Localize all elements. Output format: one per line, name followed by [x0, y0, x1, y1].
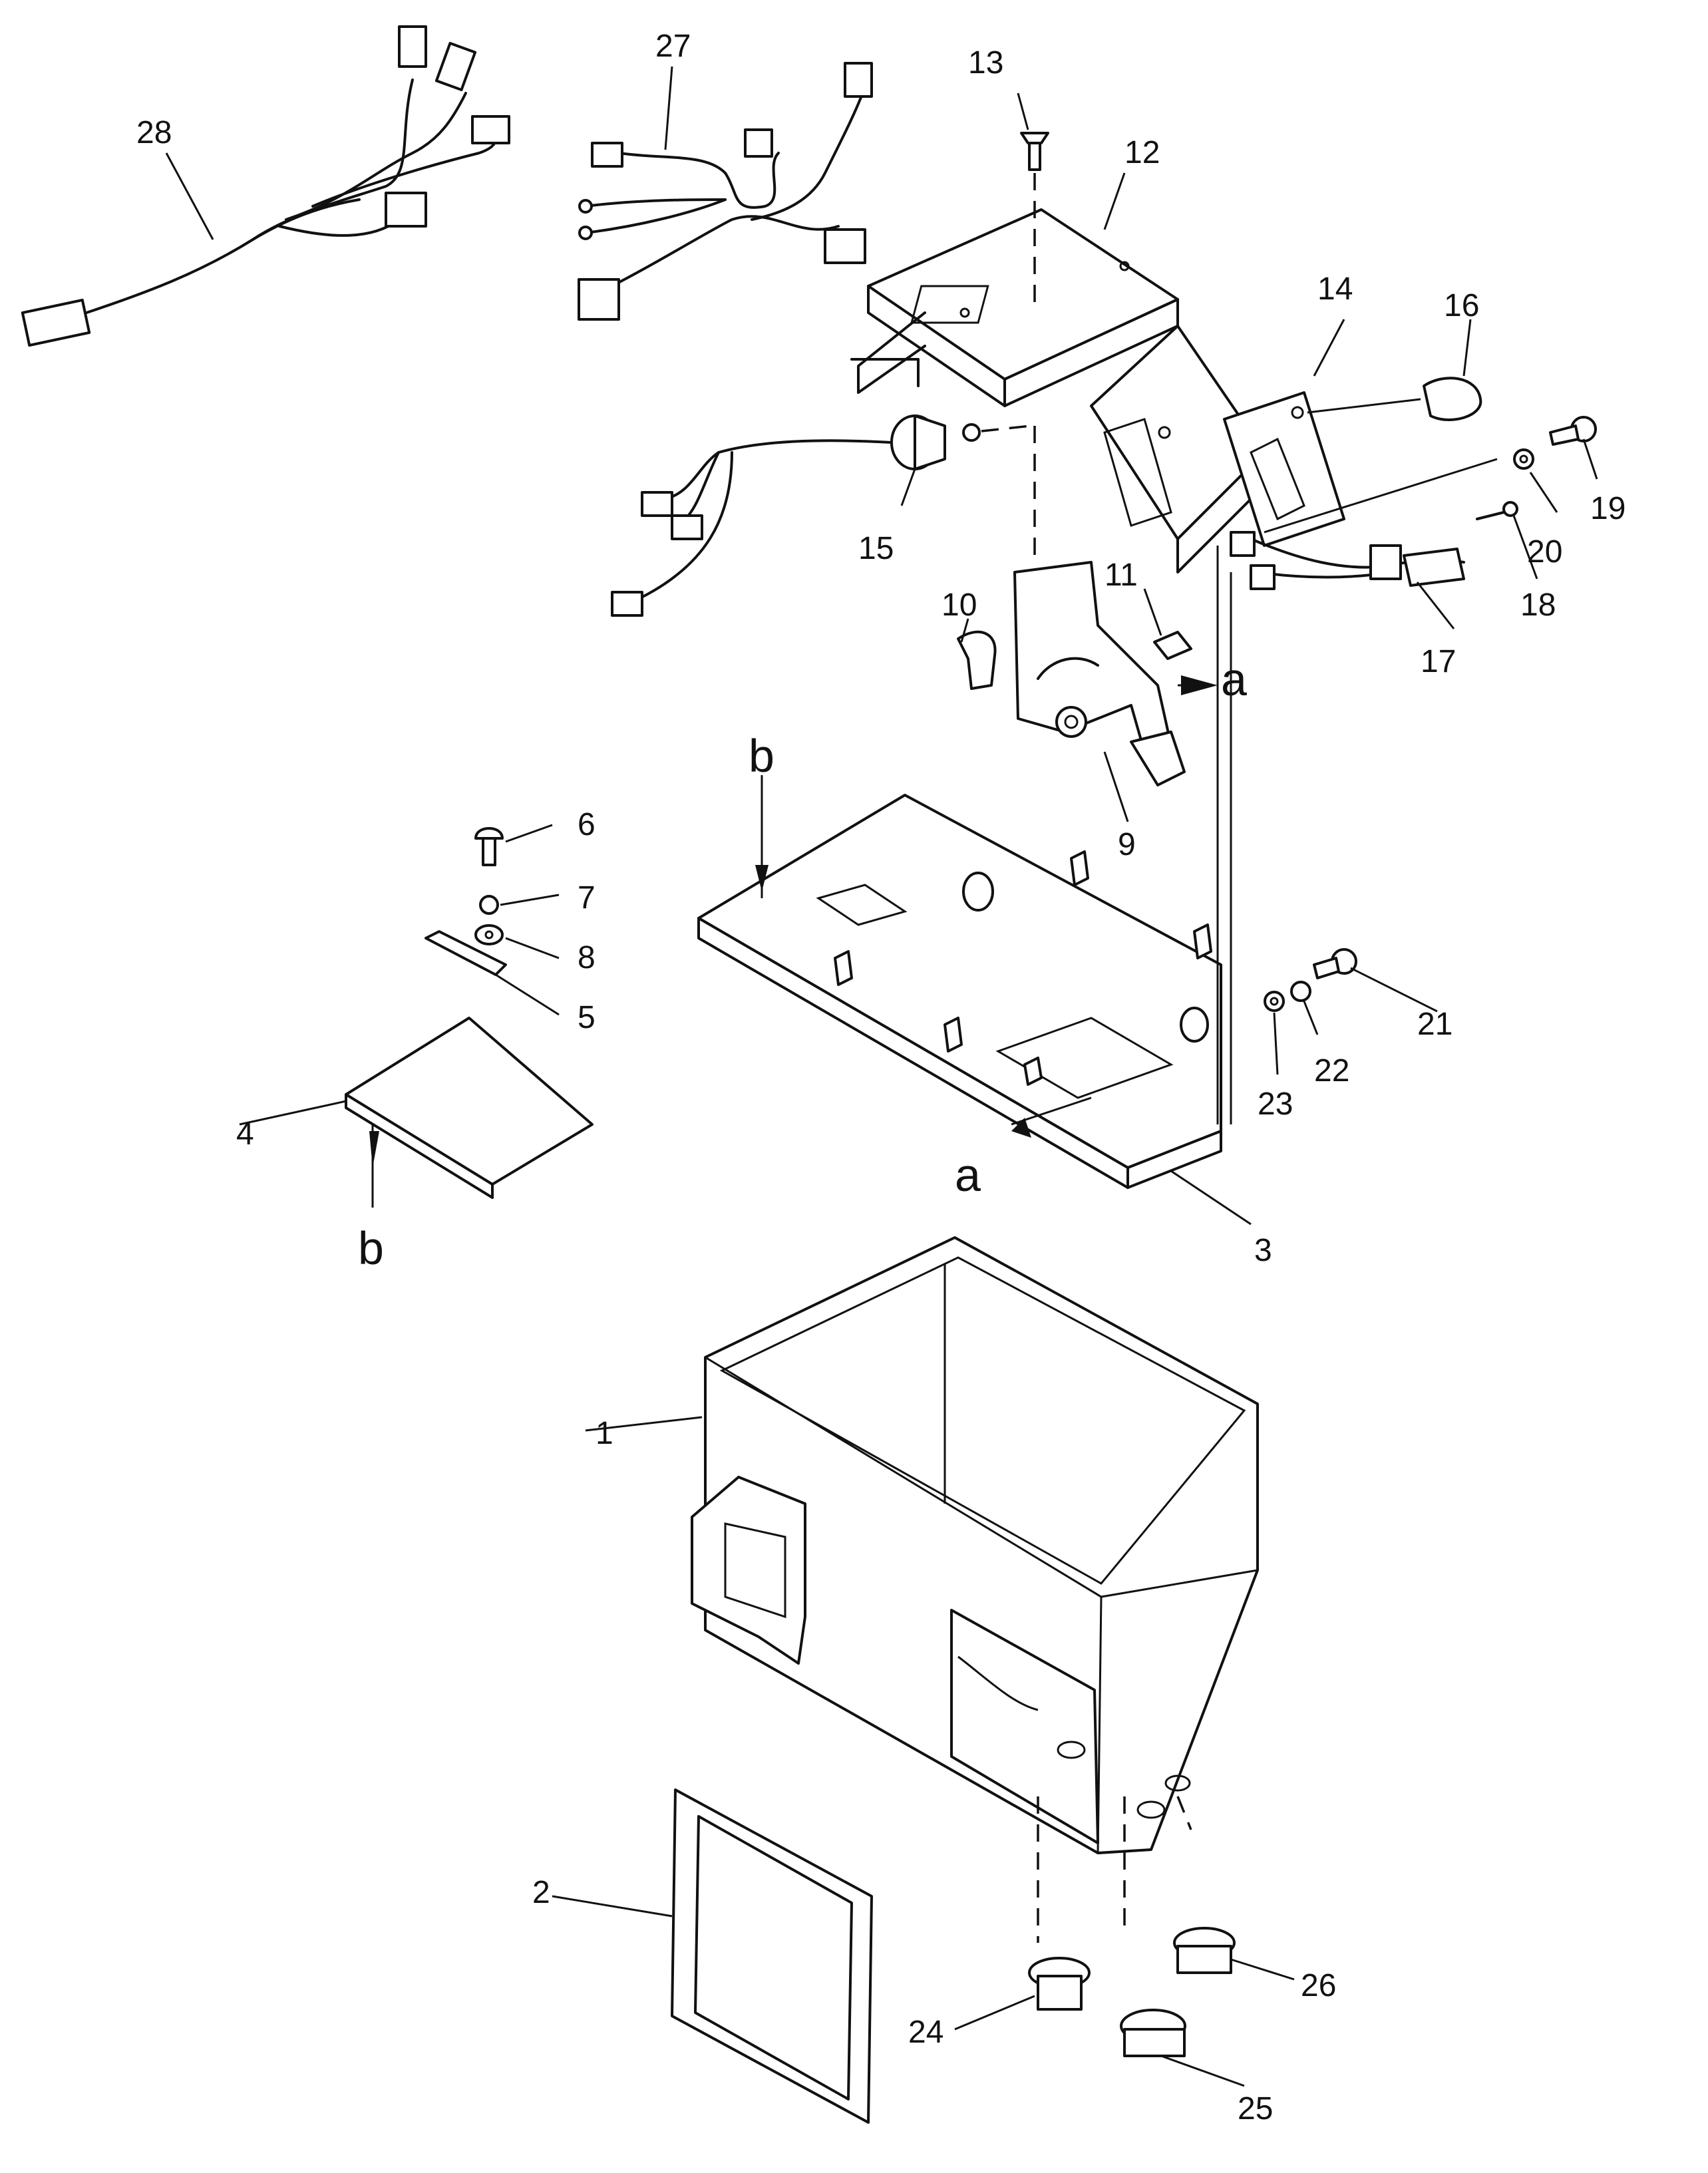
- callout-17: 17: [1421, 644, 1456, 679]
- callout-28: 28: [136, 115, 172, 150]
- callout-11: 11: [1105, 558, 1138, 593]
- callout-4: 4: [236, 1116, 254, 1152]
- callout-21: 21: [1417, 1007, 1452, 1042]
- bracket-plate-4: [345, 1017, 594, 1208]
- bracket-12: [850, 208, 1266, 574]
- bolt-21: [1313, 948, 1357, 979]
- view-ref-b-top: b: [749, 730, 774, 782]
- callout-10: 10: [941, 587, 977, 623]
- callout-14: 14: [1317, 271, 1353, 307]
- wiring-harness-28: [21, 25, 510, 347]
- callout-15: 15: [858, 531, 894, 566]
- callout-8: 8: [578, 940, 596, 975]
- lever-assembly-9: [1013, 426, 1186, 786]
- view-ref-a-right: a: [1221, 653, 1247, 705]
- callout-2: 2: [532, 1875, 550, 1910]
- frame-seal-2: [671, 1788, 873, 2124]
- callout-13: 13: [968, 45, 1003, 81]
- washer-7: [479, 895, 499, 915]
- callout-1: 1: [596, 1416, 613, 1451]
- bolt-19: [1549, 416, 1597, 446]
- wiring-harness-27: [578, 62, 873, 321]
- view-reference-letters: b b a a: [358, 653, 1247, 1274]
- switch-17: [1230, 458, 1498, 590]
- clip-10: [957, 630, 997, 690]
- mounting-plate-3: [697, 546, 1232, 1189]
- view-ref-a-bottom: a: [955, 1149, 981, 1201]
- screw-18: [1476, 501, 1518, 520]
- washer-23: [1264, 991, 1285, 1012]
- callout-27: 27: [655, 29, 691, 64]
- callout-5: 5: [578, 1000, 596, 1035]
- callout-12: 12: [1124, 135, 1160, 170]
- callout-24: 24: [908, 2015, 943, 2050]
- switch-15: [611, 415, 1032, 617]
- callout-19: 19: [1590, 491, 1625, 526]
- callout-18: 18: [1520, 587, 1556, 623]
- callout-15-label-16: 16: [1444, 288, 1479, 323]
- stopper-11: [1153, 631, 1192, 660]
- washer-20: [1513, 448, 1534, 470]
- view-ref-b-bottom: b: [358, 1222, 384, 1274]
- knob-16: [1307, 377, 1482, 421]
- callout-7: 7: [578, 880, 596, 916]
- clamp-5: [425, 930, 507, 976]
- callout-3: 3: [1254, 1233, 1272, 1268]
- washer-22: [1290, 981, 1311, 1002]
- callout-23: 23: [1258, 1086, 1293, 1122]
- console-box-1: [691, 1236, 1259, 1943]
- screw-6: [474, 827, 504, 866]
- leader-lines: [165, 66, 1598, 2087]
- callout-25: 25: [1238, 2091, 1273, 2126]
- grommet-26: [1173, 1927, 1236, 1974]
- callout-22: 22: [1314, 1053, 1349, 1088]
- view-reference-arrows: [369, 675, 1218, 1168]
- washer-8: [474, 924, 504, 945]
- grommet-24: [1028, 1957, 1091, 2011]
- callout-20: 20: [1527, 534, 1562, 570]
- callout-26: 26: [1301, 1968, 1336, 2003]
- callout-6: 6: [578, 807, 596, 842]
- grommet-25: [1120, 2009, 1186, 2057]
- label-plate-14: [1223, 391, 1345, 547]
- callout-9: 9: [1118, 827, 1136, 862]
- callout-numbers: 1 2 3 4 5 6 7 8 9 10 11 12 13 14 16 15 1…: [136, 29, 1625, 2126]
- screw-13: [1020, 132, 1049, 313]
